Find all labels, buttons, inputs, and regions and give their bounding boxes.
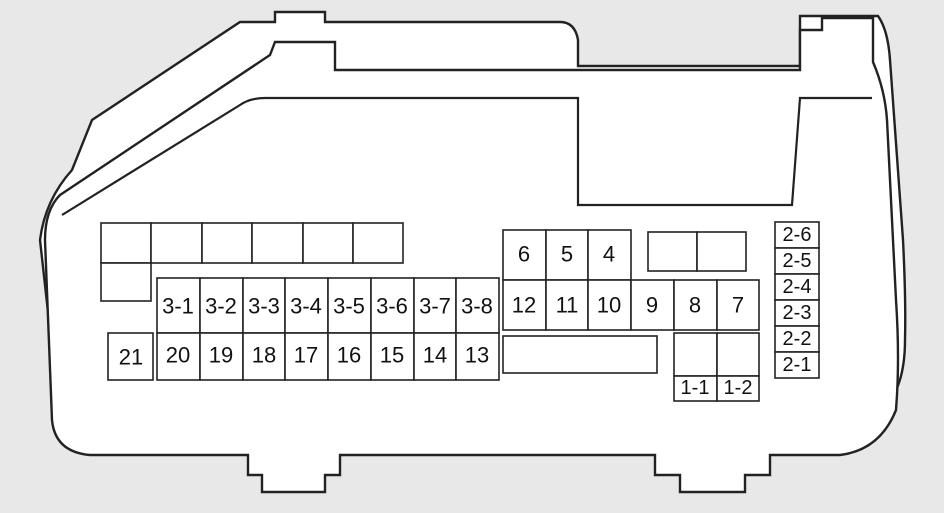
fuse-label-21: 21 [119,345,143,370]
fuse-label-3-3: 3-3 [248,294,280,319]
fuse-label-3-5: 3-5 [333,294,365,319]
fuse-slot [327,332,372,381]
fuse-label-15: 15 [380,343,404,368]
fuse-label-1-1: 1-1 [681,377,710,399]
fuse-label-11: 11 [556,293,579,318]
empty-fuse-slot [673,332,718,377]
fuse-label-3-6: 3-6 [376,294,408,319]
fuse-label-10: 10 [597,293,621,318]
fuse-label-3-7: 3-7 [419,294,451,319]
fuse-label-13: 13 [465,343,489,368]
fuse-slot [107,332,154,381]
fuse-slot [156,332,201,381]
fuse-slot [327,277,372,334]
fuse-label-2-3: 2-3 [783,302,812,324]
fuse-slot [774,299,820,327]
empty-fuse-slot [150,222,203,264]
fuse-slot [284,332,329,381]
fuse-slot [455,332,500,381]
fuse-label-12: 12 [512,293,536,318]
fuse-label-20: 20 [166,343,190,368]
fuse-label-6: 6 [518,242,530,267]
fuse-slot [413,332,457,381]
fuse-slot [502,279,547,331]
empty-fuse-slot [502,335,658,374]
fuse-slot [370,277,415,334]
empty-fuse-slot [100,222,152,264]
fuse-slot [774,351,820,379]
fuse-slot [716,279,760,331]
fuse-slot [587,279,632,331]
fuse-label-5: 5 [561,242,573,267]
fuse-slot [716,375,760,402]
fuse-label-2-4: 2-4 [783,276,812,298]
fuse-label-3-8: 3-8 [461,294,493,319]
fuse-slot [370,332,415,381]
empty-fuse-slot [716,332,760,377]
empty-fuse-slot [647,231,698,272]
empty-fuse-slot [201,222,253,264]
fuse-label-7: 7 [732,293,744,318]
empty-fuse-slot [352,222,404,264]
fuse-label-17: 17 [294,343,318,368]
fuse-box-inner-rim [61,96,872,216]
fuse-label-3-2: 3-2 [205,294,237,319]
fuse-slot [673,279,718,331]
fuse-label-2-6: 2-6 [783,224,812,246]
empty-fuse-slot [302,222,354,264]
fuse-label-18: 18 [252,343,276,368]
fuse-label-3-4: 3-4 [290,294,322,319]
fuse-slot [545,229,589,281]
fuse-label-2-2: 2-2 [783,328,812,350]
fuse-label-19: 19 [209,343,233,368]
fuse-slot [199,332,244,381]
fuse-label-3-1: 3-1 [162,294,194,319]
fuse-label-14: 14 [423,343,447,368]
fuse-slot [774,247,820,275]
empty-fuse-slot [696,231,747,272]
fuse-label-1-2: 1-2 [724,377,753,399]
fuse-label-8: 8 [689,293,701,318]
empty-fuse-slot [100,262,152,302]
fuse-slot [587,229,632,281]
fuse-slot [545,279,589,331]
fuse-label-9: 9 [646,293,658,318]
fuse-slot [199,277,244,334]
fuse-label-4: 4 [603,242,615,267]
fuse-slot [774,221,820,249]
fuse-label-2-5: 2-5 [783,250,812,272]
fuse-slot [242,277,286,334]
fuse-label-16: 16 [337,343,361,368]
fuse-label-2-1: 2-1 [783,354,812,376]
fuse-slot [774,325,820,353]
empty-fuse-slot [251,222,304,264]
